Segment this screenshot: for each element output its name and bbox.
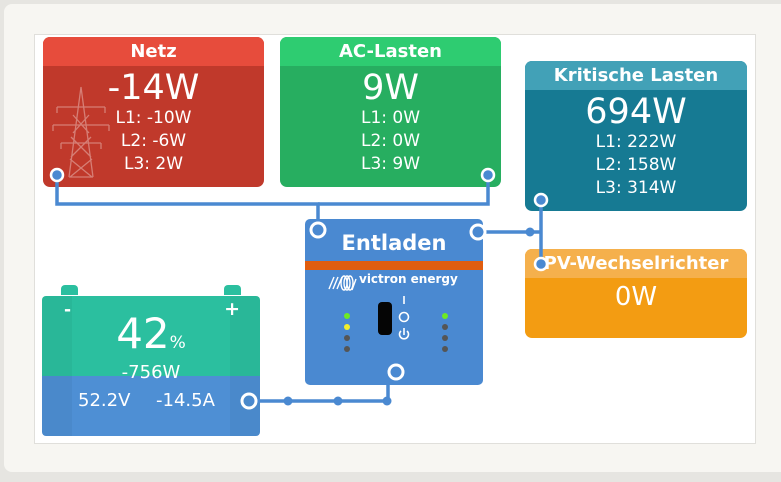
inverter-state-title: Entladen: [341, 231, 447, 255]
flow-dot: [283, 396, 293, 406]
wire-grid-inverter: [55, 175, 320, 230]
battery-power: -756W: [121, 362, 181, 383]
battery-plus-label: +: [224, 298, 240, 320]
inverter-ac-in-connector: [309, 221, 327, 239]
led-off-icon: [442, 346, 448, 352]
battery-terminal-minus: [61, 285, 78, 295]
grid-total-power: -14W: [107, 68, 200, 108]
critical-loads-box[interactable]: Kritische Lasten 694W L1: 222W L2: 158W …: [525, 61, 747, 211]
grid-title: Netz: [43, 37, 264, 66]
grid-connector-dot: [49, 167, 65, 183]
led-off-icon: [344, 335, 350, 341]
flow-dot: [382, 396, 392, 406]
led-off-icon: [344, 346, 350, 352]
battery-connector: [240, 392, 258, 410]
flow-dot: [525, 227, 535, 237]
victron-logo-icon: [328, 275, 357, 291]
critical-loads-phase-l1: L1: 222W: [595, 132, 677, 152]
battery-edge-right: [230, 296, 260, 436]
grid-phase-l3: L3: 2W: [123, 154, 184, 174]
inverter-stripe: [305, 261, 483, 270]
grid-phase-l1: L1: -10W: [115, 108, 192, 128]
ac-loads-title: AC-Lasten: [280, 37, 501, 66]
battery-current: -14.5A: [156, 390, 215, 411]
battery-soc-unit: %: [169, 333, 186, 353]
inverter-mode-switch[interactable]: [378, 302, 392, 335]
critical-connector-dot: [533, 192, 549, 208]
battery-soc: 42: [116, 309, 170, 358]
pv-connector-dot: [533, 256, 549, 272]
wire-acloads-inverter: [318, 175, 490, 206]
power-tower-icon: [52, 86, 110, 178]
ac-loads-phase-l3: L3: 9W: [360, 154, 421, 174]
led-off-icon: [442, 324, 448, 330]
battery-edge-left: [42, 296, 72, 436]
critical-loads-phase-l3: L3: 314W: [595, 178, 677, 198]
pv-inverter-title: PV-Wechselrichter: [525, 249, 747, 278]
wire-battery-inverter: [249, 372, 390, 403]
grid-box[interactable]: Netz -14W L1: -10W L2: -6W L3: 2W: [43, 37, 264, 187]
critical-loads-title: Kritische Lasten: [525, 61, 747, 90]
inverter-box[interactable]: Entladen victron energy: [305, 219, 483, 385]
led-off-icon: [442, 335, 448, 341]
inverter-ac-out-connector: [469, 223, 487, 241]
critical-loads-phase-l2: L2: 158W: [595, 155, 677, 175]
switch-labels-icon: [398, 296, 410, 340]
led-green-icon: [442, 313, 448, 319]
battery-terminal-plus: [224, 285, 241, 295]
grid-phase-l2: L2: -6W: [120, 131, 187, 151]
acloads-connector-dot: [480, 167, 496, 183]
ac-loads-box[interactable]: AC-Lasten 9W L1: 0W L2: 0W L3: 9W: [280, 37, 501, 187]
critical-loads-total-power: 694W: [585, 92, 687, 132]
inverter-brand-label: victron energy: [359, 272, 458, 286]
battery-voltage: 52.2V: [78, 390, 131, 411]
pv-inverter-total-power: 0W: [614, 282, 658, 312]
led-green-icon: [344, 313, 350, 319]
flow-dot: [333, 396, 343, 406]
ac-loads-phase-l1: L1: 0W: [360, 108, 421, 128]
ac-loads-total-power: 9W: [362, 68, 419, 108]
inverter-dc-connector: [387, 363, 405, 381]
battery-minus-label: -: [64, 300, 72, 320]
pv-inverter-box[interactable]: PV-Wechselrichter 0W: [525, 249, 747, 338]
ac-loads-phase-l2: L2: 0W: [360, 131, 421, 151]
battery-box[interactable]: - + 42% -756W 52.2V -14.5A: [42, 296, 260, 436]
led-yellow-icon: [344, 324, 350, 330]
battery-empty-area: [42, 376, 260, 436]
battery-charge-area: [42, 296, 260, 376]
